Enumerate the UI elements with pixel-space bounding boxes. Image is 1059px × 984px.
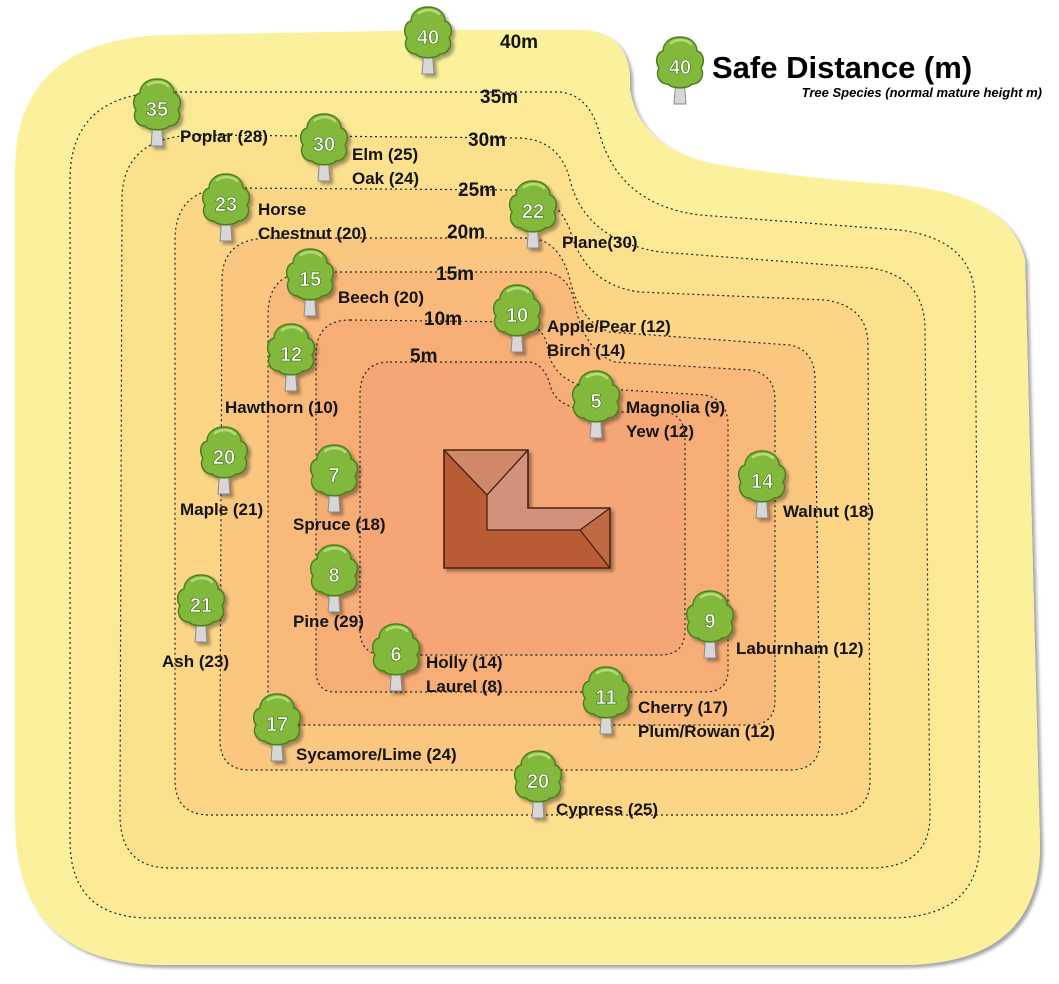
tree-distance-value: 15 [299,269,321,291]
tree-species-label: Beech (20) [338,288,424,307]
tree-species-label: Birch (14) [547,341,625,360]
ring-label-35m: 35m [480,87,518,108]
tree-distance-value: 9 [704,611,715,633]
ring-label-20m: 20m [447,222,485,243]
legend-tree-icon: 40 [655,35,705,106]
tree-icon: 9 [685,589,735,660]
tree-distance-value: 12 [280,344,302,366]
tree-icon: 10 [492,283,542,354]
tree-distance-value: 30 [313,134,335,156]
ring-label-15m: 15m [436,264,474,285]
tree-distance-value: 10 [506,305,528,327]
tree-species-label: Maple (21) [180,500,263,519]
tree-species-label: Apple/Pear (12) [547,317,671,336]
tree-species-label: Chestnut (20) [258,224,367,243]
tree-distance-value: 8 [328,565,339,587]
tree-icon: 11 [581,665,631,736]
legend-title: Safe Distance (m) [712,50,972,85]
tree-icon: 20 [199,425,249,496]
tree-species-label: Hawthorn (10) [225,398,338,417]
tree-icon: 23 [201,172,251,243]
ring-label-25m: 25m [458,180,496,201]
tree-species-label: Oak (24) [352,169,419,188]
legend-icon-value: 40 [669,57,691,79]
tree-icon: 40 [403,5,453,76]
house-roof [443,449,611,569]
legend: 40 Safe Distance (m) Tree Species (norma… [655,35,1042,106]
tree-distance-value: 7 [328,465,339,487]
tree-distance-value: 17 [266,714,288,736]
tree-icon: 35 [132,77,182,148]
tree-icon: 14 [737,449,787,520]
tree-species-label: Laburnham (12) [736,639,864,658]
tree-distance-value: 20 [527,771,549,793]
tree-icon: 7 [309,443,359,514]
tree-species-label: Elm (25) [352,145,418,164]
ring-label-5m: 5m [410,346,437,367]
tree-icon: 5 [571,369,621,440]
tree-icon: 8 [309,543,359,614]
tree-species-label: Poplar (28) [180,127,268,146]
tree-species-label: Cypress (25) [556,800,658,819]
tree-species-label: Cherry (17) [638,698,728,717]
tree-species-label: Plane(30) [562,233,638,252]
tree-species-label: Laurel (8) [426,677,503,696]
tree-species-label: Yew (12) [626,422,694,441]
tree-distance-value: 35 [146,99,168,121]
legend-subtitle: Tree Species (normal mature height m) [802,85,1042,100]
tree-distance-value: 40 [417,27,439,49]
ring-label-40m: 40m [500,32,538,53]
tree-species-label: Ash (23) [162,652,229,671]
tree-icon: 12 [266,322,316,393]
tree-species-label: Holly (14) [426,653,503,672]
tree-distance-value: 20 [213,447,235,469]
ring-labels: 40m 35m 30m 25m 20m 15m 10m 5m [410,32,538,367]
tree-distance-value: 5 [590,391,601,413]
tree-species-label: Spruce (18) [293,515,386,534]
tree-icon: 20 [513,749,563,820]
tree-icon: 30 [299,112,349,183]
tree-species-label: Horse [258,200,306,219]
tree-icon: 6 [371,622,421,693]
tree-species-label: Walnut (18) [783,502,874,521]
tree-icon: 17 [252,692,302,763]
tree-distance-value: 21 [190,595,212,617]
tree-species-label: Pine (29) [293,612,364,631]
tree-species-label: Plum/Rowan (12) [638,722,775,741]
tree-icon: 15 [285,247,335,318]
tree-icon: 22 [508,179,558,250]
ring-label-10m: 10m [424,309,462,330]
tree-icon: 21 [176,573,226,644]
tree-distance-value: 14 [751,471,774,493]
tree-distance-value: 11 [595,687,616,709]
tree-distance-value: 22 [522,201,544,223]
tree-distance-value: 6 [390,644,401,666]
tree-species-label: Magnolia (9) [626,398,725,417]
ring-label-30m: 30m [468,130,506,151]
tree-distance-value: 23 [215,194,237,216]
tree-species-label: Sycamore/Lime (24) [296,745,457,764]
